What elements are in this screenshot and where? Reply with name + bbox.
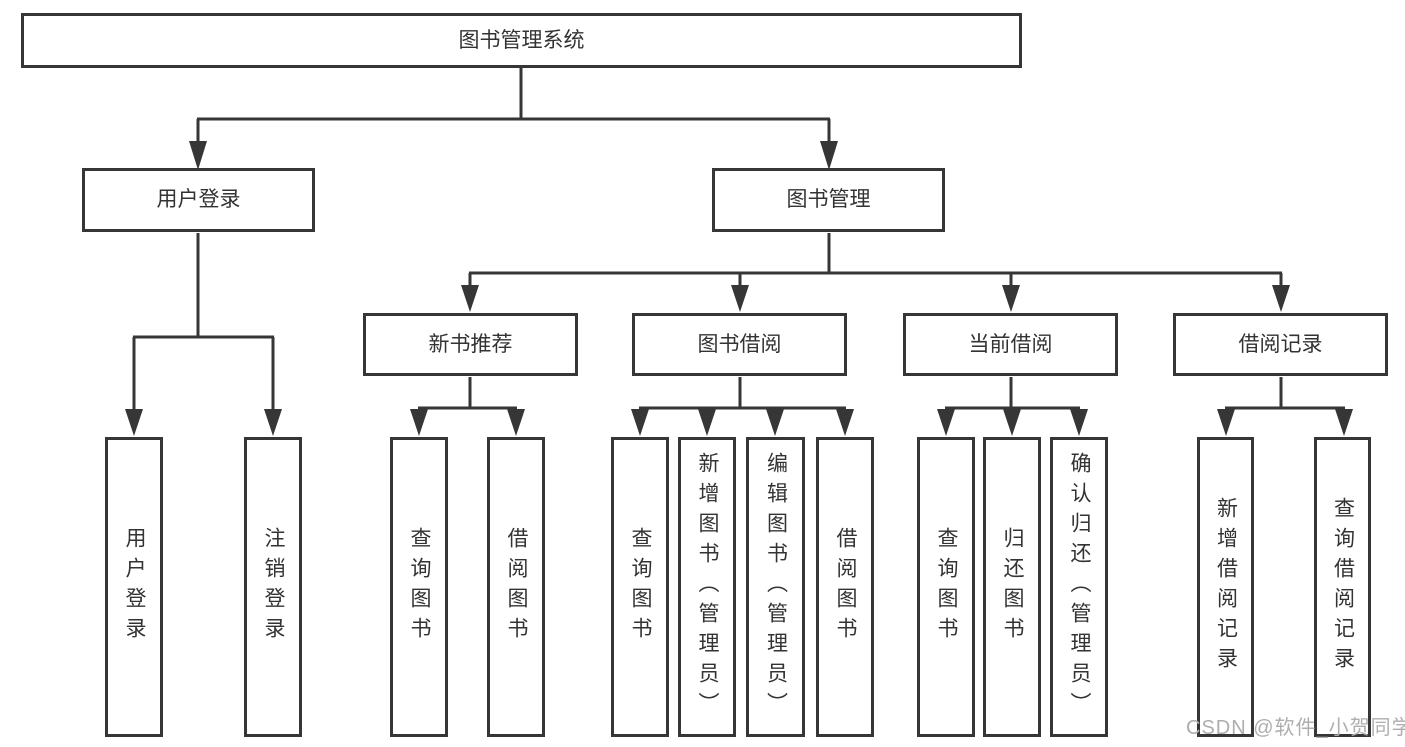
node-label: 图书管理 bbox=[786, 188, 871, 212]
leaf-label: 查询图书 bbox=[408, 527, 432, 647]
leaf-label: 归还图书 bbox=[1001, 527, 1025, 647]
node-label: 新书推荐 bbox=[428, 332, 513, 356]
leaf-label: 编辑图书（管理员） bbox=[764, 452, 788, 722]
leaf-label: 注销登录 bbox=[262, 527, 286, 647]
leaf-label: 查询借阅记录 bbox=[1331, 497, 1355, 677]
leaf-add-book-admin: 新增图书（管理员） bbox=[678, 437, 736, 737]
leaf-confirm-return-admin: 确认归还（管理员） bbox=[1050, 437, 1108, 737]
node-book-borrow: 图书借阅 bbox=[632, 313, 847, 376]
node-user-login: 用户登录 bbox=[82, 168, 315, 232]
node-library-management-system: 图书管理系统 bbox=[21, 13, 1022, 68]
leaf-label: 借阅图书 bbox=[834, 527, 858, 647]
leaf-return-book: 归还图书 bbox=[983, 437, 1041, 737]
leaf-query-book-current: 查询图书 bbox=[917, 437, 975, 737]
leaf-label: 查询图书 bbox=[935, 527, 959, 647]
leaf-query-book-borrow: 查询图书 bbox=[611, 437, 669, 737]
node-label: 当前借阅 bbox=[968, 332, 1053, 356]
leaf-logout: 注销登录 bbox=[244, 437, 302, 737]
leaf-label: 新增借阅记录 bbox=[1214, 497, 1238, 677]
leaf-label: 确认归还（管理员） bbox=[1068, 452, 1092, 722]
leaf-label: 新增图书（管理员） bbox=[696, 452, 720, 722]
node-label: 图书管理系统 bbox=[458, 28, 585, 52]
leaf-borrow-book: 借阅图书 bbox=[816, 437, 874, 737]
leaf-query-book-recommend: 查询图书 bbox=[390, 437, 448, 737]
node-borrow-records: 借阅记录 bbox=[1173, 313, 1388, 376]
node-label: 图书借阅 bbox=[697, 332, 782, 356]
node-label: 借阅记录 bbox=[1238, 332, 1323, 356]
leaf-label: 用户登录 bbox=[123, 527, 147, 647]
node-new-book-recommend: 新书推荐 bbox=[363, 313, 578, 376]
leaf-label: 借阅图书 bbox=[505, 527, 529, 647]
leaf-query-borrow-record: 查询借阅记录 bbox=[1314, 437, 1371, 737]
leaf-add-borrow-record: 新增借阅记录 bbox=[1197, 437, 1254, 737]
arrowheads bbox=[125, 141, 1353, 436]
node-label: 用户登录 bbox=[156, 188, 241, 212]
node-book-management: 图书管理 bbox=[712, 168, 945, 232]
leaf-edit-book-admin: 编辑图书（管理员） bbox=[746, 437, 805, 737]
leaf-label: 查询图书 bbox=[629, 527, 653, 647]
leaf-borrow-book-recommend: 借阅图书 bbox=[487, 437, 545, 737]
leaf-user-login: 用户登录 bbox=[105, 437, 163, 737]
node-current-borrow: 当前借阅 bbox=[903, 313, 1118, 376]
